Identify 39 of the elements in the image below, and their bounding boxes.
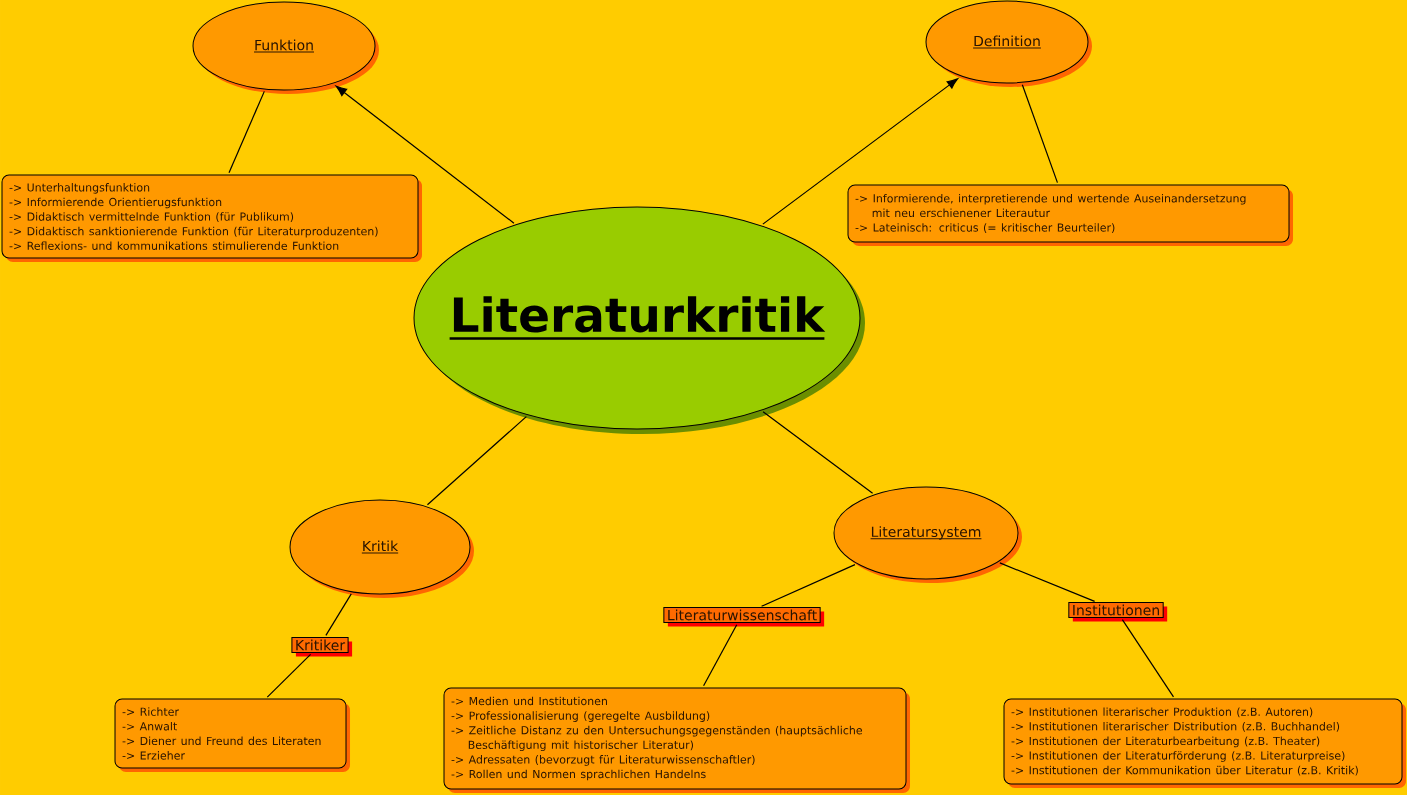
list-item: -> Professionalisierung (geregelte Ausbildung) (451, 711, 710, 722)
list-item: -> Informierende Orientierugsfunktion (9, 197, 222, 209)
list-item: -> Richter (122, 707, 179, 716)
label-box: Institutionen (1068, 602, 1168, 622)
connector (762, 78, 959, 225)
list-item: -> Didaktisch vermittelnde Funktion (für Publikum) (9, 212, 294, 223)
label-box: Kritiker (291, 637, 353, 657)
list-item: -> Medien und Institutionen (451, 696, 607, 706)
list-item: -> Reflexions- und kommunikations stimulierende Funktion (9, 241, 339, 250)
list-item: -> Institutionen der Literaturbearbeitung (z.B. Theater) (1011, 736, 1320, 748)
list-item: -> Institutionen der Kommunikation über Literatur (z.B. Kritik) (1011, 765, 1358, 776)
list-item: -> Adressaten (bevorzugt für Literaturwissenschaftler) (451, 755, 755, 766)
list-item: -> Didaktisch sanktionierende Funktion (für Literaturproduzenten) (9, 226, 378, 238)
list-item: -> Anwalt (122, 721, 177, 731)
connector (762, 411, 874, 494)
list-item: -> Institutionen der Literaturförderung (z.B. Literaturpreise) (1011, 751, 1345, 762)
list-box (1, 174, 422, 262)
connector (761, 564, 856, 607)
connector (703, 624, 738, 687)
list-box (847, 184, 1293, 246)
connector (228, 90, 265, 174)
list-item: -> Zeitliche Distanz zu den Untersuchungsgegenständen (hauptsächliche Beschäftigung mit historischer Literatur) (451, 725, 863, 752)
label-box: Literaturwissenschaft (663, 607, 825, 627)
list-item: -> Diener und Freund des Literaten (122, 736, 321, 746)
list-item: -> Erzieher (122, 751, 185, 760)
list-box (114, 698, 350, 772)
list-item: -> Institutionen literarischer Distribution (z.B. Buchhandel) (1011, 722, 1340, 732)
list-box (1003, 698, 1406, 788)
connector (335, 85, 515, 224)
list-item: -> Rollen und Normen sprachlichen Handelns (451, 769, 706, 781)
list-box (443, 687, 910, 793)
list-item: -> Unterhaltungsfunktion (9, 183, 150, 194)
connector (1121, 619, 1175, 698)
connector (999, 562, 1096, 602)
list-item: -> Institutionen literarischer Produktion (z.B. Autoren) (1011, 707, 1313, 718)
connector (426, 416, 527, 506)
connector (325, 593, 352, 636)
connector (266, 653, 312, 698)
connector (1021, 84, 1059, 184)
